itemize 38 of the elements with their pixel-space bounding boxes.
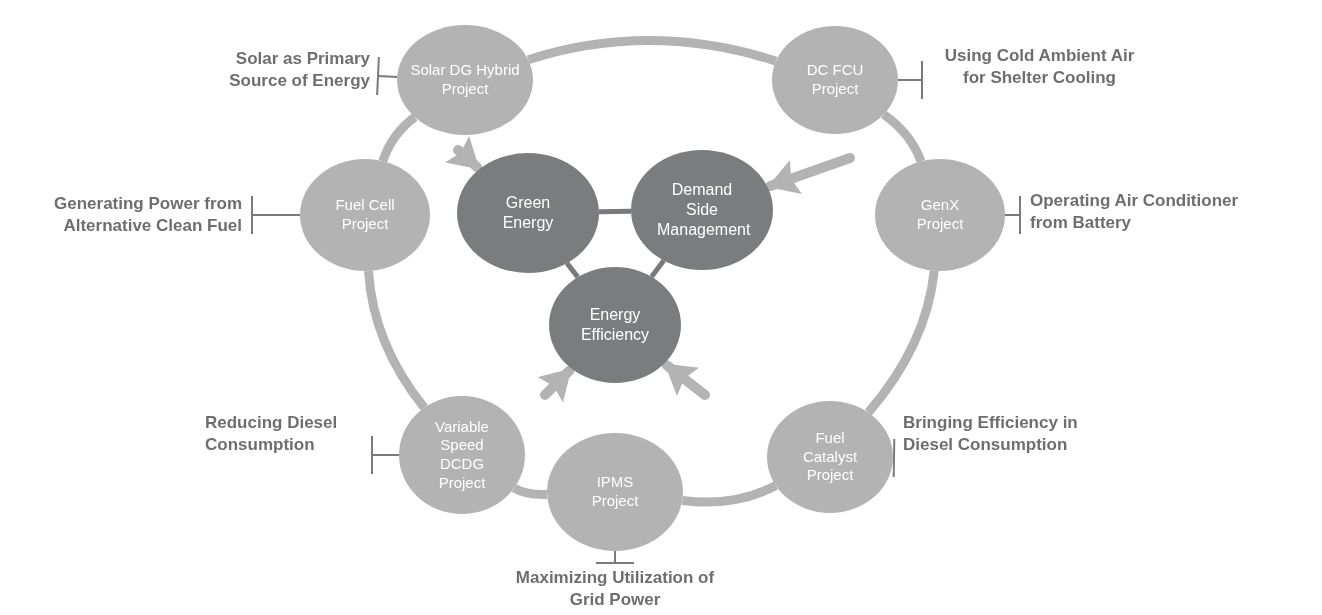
annotation-text: Maximizing Utilization of Grid Power (514, 567, 716, 611)
bracket-line (595, 550, 635, 564)
connector-line (526, 36, 778, 66)
connector-line (880, 110, 926, 164)
annotation-text: Operating Air Conditioner from Battery (1030, 190, 1240, 234)
arrow (765, 153, 855, 194)
bracket-line (376, 56, 399, 96)
project-circle: Solar DG Hybrid Project (397, 25, 533, 135)
connector-line (649, 259, 666, 279)
project-circle: Variable Speed DCDG Project (399, 396, 525, 514)
project-circle: DC FCU Project (772, 26, 898, 134)
project-circle: Energy Efficiency (549, 267, 681, 383)
project-circle: Green Energy (457, 153, 599, 273)
annotation-text: Reducing Diesel Consumption (205, 412, 339, 456)
bracket-line (251, 195, 301, 235)
connector-line (364, 270, 428, 411)
project-circle: GenX Project (875, 159, 1005, 271)
annotation-text: Generating Power from Alternative Clean Fuel (53, 193, 242, 237)
project-circle: Demand Side Management (631, 150, 773, 270)
annotation-text: Solar as Primary Source of Energy (228, 48, 370, 92)
bracket-line (892, 438, 896, 478)
arrow (661, 360, 710, 400)
project-circle: IPMS Project (547, 433, 683, 551)
bracket-line (1004, 195, 1021, 235)
project-circle: Fuel Catalyst Project (767, 401, 893, 513)
arrow (537, 365, 575, 403)
connector-line (598, 208, 632, 215)
connector-line (378, 113, 418, 163)
bracket-line (371, 435, 400, 475)
annotation-text: Bringing Efficiency in Diesel Consumption (903, 412, 1079, 456)
connector-line (681, 481, 778, 507)
annotation-text: Using Cold Ambient Air for Shelter Cooling (943, 45, 1136, 89)
connector-line (512, 484, 548, 499)
bracket-line (897, 60, 923, 100)
project-circle: Fuel Cell Project (300, 159, 430, 271)
arrow (445, 135, 483, 173)
connector-line (565, 261, 580, 279)
connector-line (864, 270, 939, 416)
